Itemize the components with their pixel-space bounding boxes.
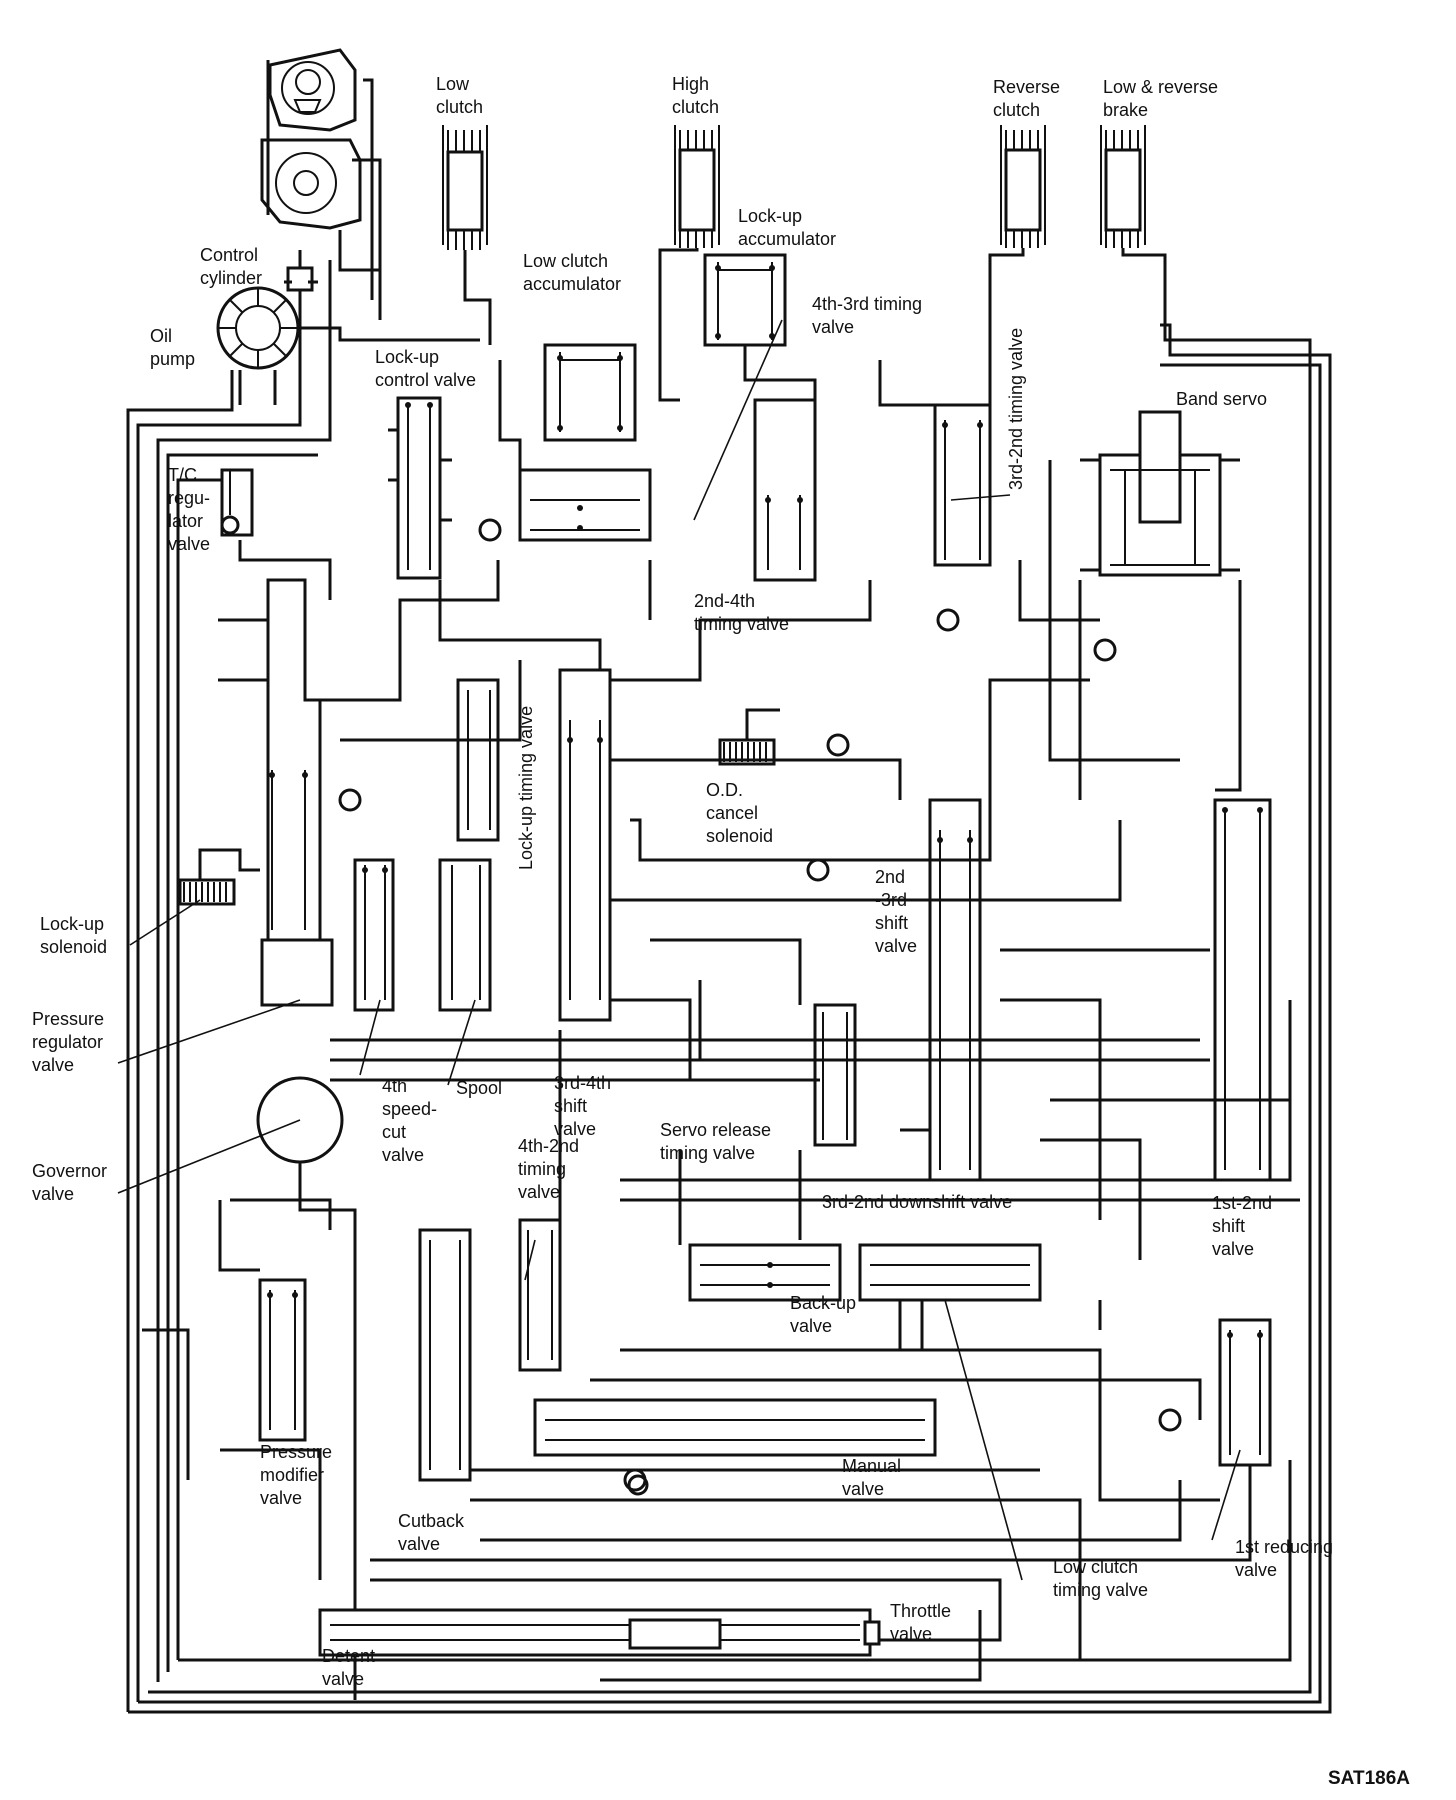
lock-up-solenoid-body xyxy=(178,848,260,906)
label-low-clutch-accumulator: Low clutch accumulator xyxy=(523,251,622,294)
timing-2nd-4th-valve-body xyxy=(753,398,817,582)
label-manual-valve: Manual valve xyxy=(842,1456,902,1499)
label-lock-up-timing-valve: Lock-up timing valve xyxy=(516,705,536,870)
label-high-clutch: High clutch xyxy=(672,74,720,117)
oil-pump xyxy=(216,286,480,405)
label-shift-1st-2nd: 1st-2nd shift valve xyxy=(1212,1193,1273,1259)
label-downshift-3rd-2nd: 3rd-2nd downshift valve xyxy=(822,1192,1013,1212)
label-spool: Spool xyxy=(456,1078,503,1098)
lock-up-control-valve-body xyxy=(388,396,452,580)
label-low-clutch: Low clutch xyxy=(436,74,484,117)
label-pressure-modifier-valve: Pressure modifier valve xyxy=(260,1442,333,1508)
timing-4th-3rd-valve-body xyxy=(518,468,652,542)
label-servo-release-timing: Servo release timing valve xyxy=(660,1120,772,1163)
low-clutch-accumulator xyxy=(543,343,637,442)
timing-4th-2nd-valve-body xyxy=(518,1218,562,1372)
shift-2nd-3rd-valve-body xyxy=(928,798,982,1182)
label-throttle-valve: Throttle valve xyxy=(890,1601,952,1644)
pressure-regulator-valve-body xyxy=(260,578,334,1007)
label-tc-regulator-valve: T/C regu- lator valve xyxy=(168,465,211,554)
leader-lines xyxy=(117,319,1241,1581)
label-timing-4th-3rd: 4th-3rd timing valve xyxy=(812,294,923,337)
fourth-speed-cut-valve-body xyxy=(353,858,395,1012)
high-clutch-pack xyxy=(658,125,720,402)
label-pressure-regulator-valve: Pressure regulator valve xyxy=(32,1009,105,1075)
label-lock-up-control-valve: Lock-up control valve xyxy=(375,347,477,390)
tc-regulator-valve-body xyxy=(220,468,254,537)
od-cancel-solenoid-body xyxy=(718,708,780,766)
low-clutch-pack xyxy=(442,125,492,345)
label-shift-2nd-3rd: 2nd -3rd shift valve xyxy=(875,867,918,956)
label-shift-3rd-4th: 3rd-4th shift valve xyxy=(554,1073,612,1139)
outer-passages xyxy=(126,250,1332,1714)
label-governor-valve: Governor valve xyxy=(32,1161,108,1204)
lock-up-accumulator xyxy=(703,253,817,560)
label-timing-4th-2nd: 4th-2nd timing valve xyxy=(518,1136,580,1202)
low-clutch-timing-valve-body xyxy=(858,1243,1042,1352)
control-cylinder xyxy=(284,266,318,330)
label-control-cylinder: Control cylinder xyxy=(200,245,263,288)
reducing-1st-valve-body xyxy=(1218,1318,1272,1467)
internal-passages xyxy=(218,360,1300,1682)
governor-valve-body xyxy=(256,1076,357,1700)
label-back-up-valve: Back-up valve xyxy=(790,1293,857,1336)
back-up-valve-body xyxy=(688,1243,842,1302)
label-timing-2nd-4th: 2nd-4th timing valve xyxy=(694,591,790,634)
pressure-modifier-valve-body xyxy=(258,1278,307,1442)
label-detent-valve: Detent valve xyxy=(322,1646,376,1689)
label-cutback-valve: Cutback valve xyxy=(398,1511,465,1554)
label-od-cancel-solenoid: O.D. cancel solenoid xyxy=(706,780,774,846)
timing-3rd-2nd-valve-body xyxy=(933,403,992,567)
shift-1st-2nd-valve-body xyxy=(1213,798,1272,1182)
reverse-clutch-pack xyxy=(988,125,1046,440)
label-lock-up-solenoid: Lock-up solenoid xyxy=(40,914,108,957)
shift-3rd-4th-valve-body xyxy=(558,668,612,1022)
label-lock-up-accumulator: Lock-up accumulator xyxy=(738,206,837,249)
label-timing-3rd-2nd: 3rd-2nd timing valve xyxy=(1006,327,1026,490)
spool-valve-body xyxy=(438,678,500,1012)
cutback-valve-body xyxy=(418,1228,472,1482)
label-low-reverse-brake: Low & reverse brake xyxy=(1103,77,1219,120)
label-reducing-1st: 1st reducing valve xyxy=(1235,1537,1334,1580)
servo-release-timing-valve-body xyxy=(813,1003,857,1147)
throttle-detent-valve-body xyxy=(318,1608,881,1657)
manual-valve-body xyxy=(533,1398,937,1492)
label-speed-cut-4th: 4th speed- cut valve xyxy=(382,1076,438,1165)
label-band-servo: Band servo xyxy=(1176,389,1268,409)
label-reverse-clutch: Reverse clutch xyxy=(993,77,1061,120)
label-oil-pump: Oil pump xyxy=(150,326,196,369)
figure-code: SAT186A xyxy=(1328,1768,1411,1789)
band-servo-body xyxy=(1080,410,1240,577)
low-reverse-brake-pack xyxy=(1100,125,1312,980)
label-low-clutch-timing-valve: Low clutch timing valve xyxy=(1053,1557,1149,1600)
torque-converter xyxy=(260,48,382,320)
